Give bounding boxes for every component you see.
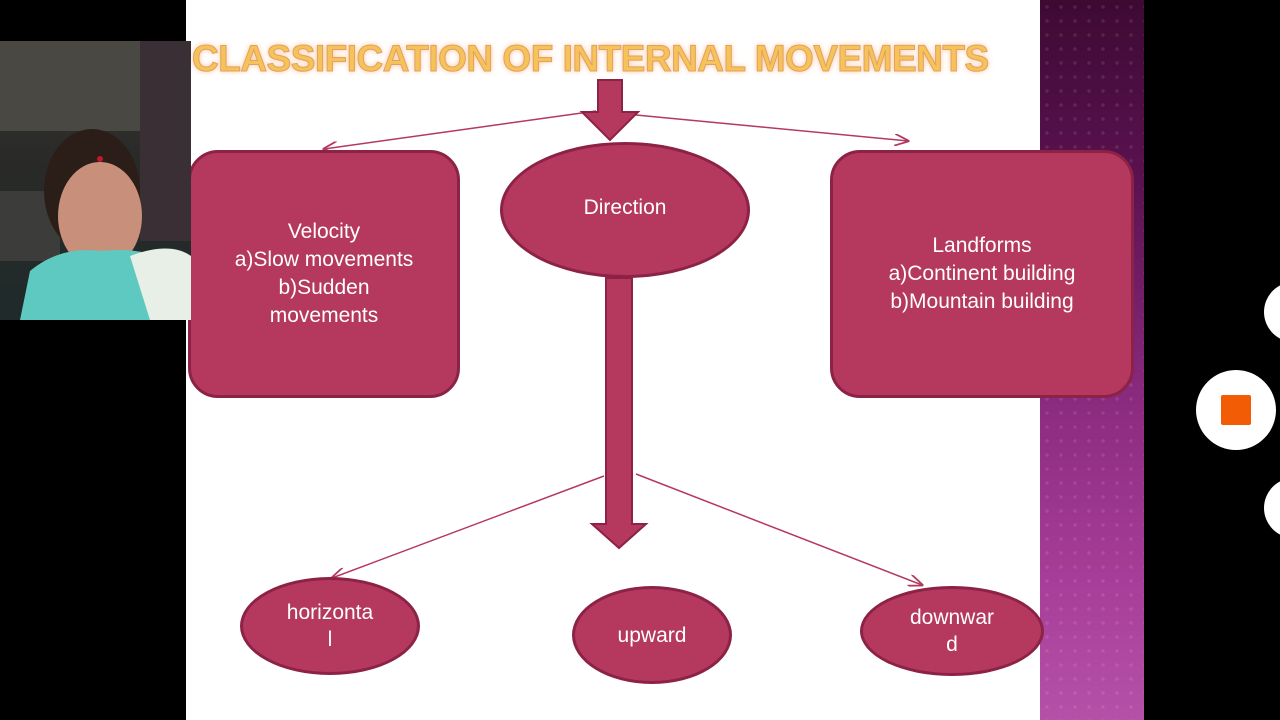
upward-text: upward [617,623,687,647]
title-down-arrow [579,79,641,142]
velocity-box: Velocity a)Slow movements b)Sudden movem… [188,150,460,398]
webcam-feed [0,41,191,320]
direction-oval: Direction [500,142,750,278]
upward-oval: upward [572,586,732,684]
arrow-to-velocity [324,110,597,149]
horizontal-oval: horizonta l [240,577,420,675]
arrow-to-horizontal [332,475,605,578]
side-control-bottom[interactable] [1264,478,1280,538]
landforms-box: Landforms a)Continent building b)Mountai… [830,150,1134,398]
direction-text: Direction [583,195,667,219]
downward-oval: downwar d [860,586,1044,676]
stop-recording-button[interactable] [1196,370,1276,450]
arrow-to-downward [635,473,922,585]
arrow-to-landforms [635,114,908,141]
presenter-video [0,41,191,320]
presentation-slide: CLASSIFICATION OF INTERNAL MOVEMENTS Vel… [186,0,1144,720]
horizontal-text: horizonta l [286,601,374,651]
slide-title: CLASSIFICATION OF INTERNAL MOVEMENTS [192,38,990,80]
landforms-text: Landforms a)Continent building b)Mountai… [888,234,1076,313]
stop-square-icon [1221,395,1251,425]
connector-arrows [186,79,1144,720]
downward-text: downwar d [909,606,995,656]
direction-down-arrow [589,277,649,550]
side-control-top[interactable] [1264,282,1280,342]
velocity-text: Velocity a)Slow movements b)Sudden movem… [234,220,414,327]
